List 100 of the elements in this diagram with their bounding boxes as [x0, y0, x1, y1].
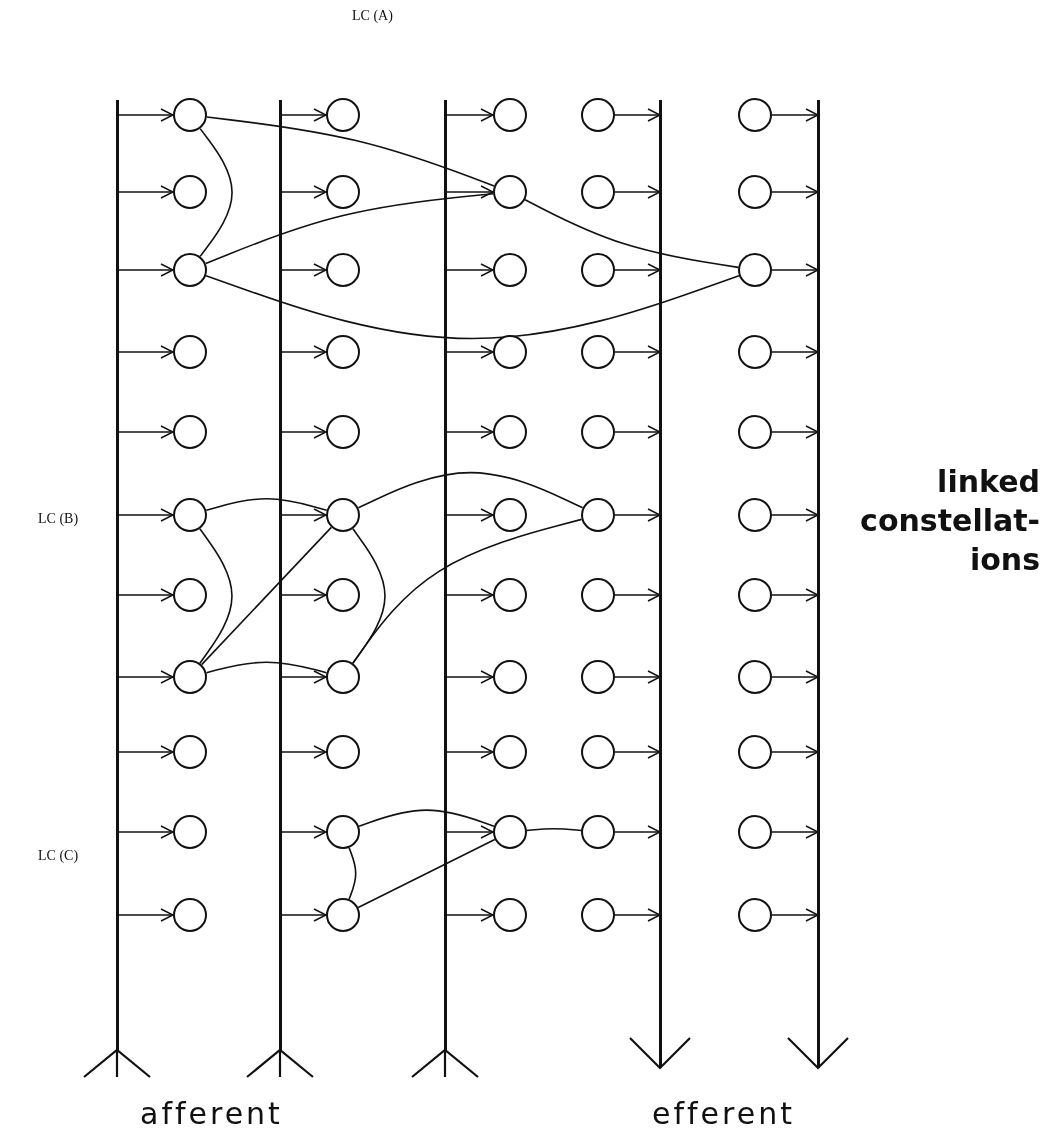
arrow — [279, 508, 327, 522]
neuron-circle — [173, 253, 207, 287]
arrow — [279, 908, 327, 922]
arrow — [444, 345, 494, 359]
arrow — [279, 108, 327, 122]
neuron-circle — [738, 815, 772, 849]
neuron-circle — [493, 335, 527, 369]
arrow — [614, 588, 661, 602]
arrow — [771, 908, 819, 922]
arrow — [444, 263, 494, 277]
arrow — [116, 345, 174, 359]
neuron-circle — [581, 175, 615, 209]
arrow — [116, 588, 174, 602]
group-label: LC (A) — [352, 8, 393, 24]
neuron-circle — [326, 660, 360, 694]
neuron-circle — [173, 498, 207, 532]
arrow — [771, 425, 819, 439]
arrow — [771, 263, 819, 277]
arrow — [614, 108, 661, 122]
neuron-circle — [173, 415, 207, 449]
arrow — [279, 825, 327, 839]
neuron-circle — [493, 898, 527, 932]
neuron-circle — [493, 660, 527, 694]
neuron-circle — [493, 815, 527, 849]
arrow — [614, 745, 661, 759]
connection-line — [357, 838, 496, 909]
neuron-circle — [738, 735, 772, 769]
arrow — [116, 185, 174, 199]
neuron-circle — [173, 335, 207, 369]
arrow — [771, 670, 819, 684]
connection-line — [357, 471, 584, 509]
connection-line — [199, 127, 233, 258]
connection-line — [205, 274, 740, 340]
neuron-circle — [493, 735, 527, 769]
arrow — [444, 588, 494, 602]
neuron-circle — [581, 660, 615, 694]
neuron-circle — [738, 898, 772, 932]
neuron-circle — [173, 660, 207, 694]
neuron-circle — [493, 253, 527, 287]
connection-line — [205, 497, 328, 512]
arrow — [444, 108, 494, 122]
arrow — [116, 670, 174, 684]
neuron-circle — [326, 735, 360, 769]
connection-line — [206, 116, 495, 187]
neuron-circle — [326, 498, 360, 532]
arrow — [614, 908, 661, 922]
arrow — [444, 185, 494, 199]
caption-label: efferent — [652, 1096, 795, 1131]
nerve-fiber-line — [278, 100, 282, 1050]
neuron-circle — [581, 815, 615, 849]
neuron-circle — [173, 815, 207, 849]
neuron-circle — [581, 498, 615, 532]
arrow — [771, 588, 819, 602]
neuron-circle — [493, 578, 527, 612]
neuron-circle — [581, 898, 615, 932]
arrow — [279, 185, 327, 199]
neuron-circle — [738, 98, 772, 132]
arrow — [116, 263, 174, 277]
connection-line — [352, 518, 583, 664]
nerve-fiber-line — [816, 100, 820, 1068]
neuron-circle — [173, 98, 207, 132]
caption-label: afferent — [140, 1096, 283, 1131]
neuron-circle — [326, 253, 360, 287]
group-label: LC (C) — [38, 848, 79, 864]
neuron-circle — [581, 253, 615, 287]
nerve-fiber-line — [658, 100, 662, 1068]
neuron-circle — [493, 498, 527, 532]
neuron-circle — [173, 175, 207, 209]
neuron-circle — [173, 735, 207, 769]
arrow — [279, 425, 327, 439]
group-label: LC (B) — [38, 511, 79, 527]
neuron-circle — [581, 578, 615, 612]
connection-line — [200, 526, 333, 666]
arrow — [614, 425, 661, 439]
neuron-circle — [326, 175, 360, 209]
neuron-circle — [738, 253, 772, 287]
nerve-fiber-line — [443, 100, 447, 1050]
arrow — [771, 185, 819, 199]
arrow — [771, 745, 819, 759]
arrow — [771, 345, 819, 359]
neuron-circle — [493, 98, 527, 132]
arrow — [614, 263, 661, 277]
arrow — [116, 825, 174, 839]
arrow — [116, 745, 174, 759]
neuron-circle — [738, 660, 772, 694]
arrow — [614, 508, 661, 522]
neuron-circle — [173, 898, 207, 932]
arrow — [771, 108, 819, 122]
arrow — [614, 185, 661, 199]
neuron-circle — [326, 815, 360, 849]
arrow — [771, 508, 819, 522]
arrow — [614, 825, 661, 839]
neuron-circle — [326, 578, 360, 612]
neuron-circle — [738, 335, 772, 369]
neuron-circle — [581, 98, 615, 132]
arrow — [614, 345, 661, 359]
arrow — [116, 508, 174, 522]
arrow — [279, 745, 327, 759]
connection-line — [524, 199, 739, 269]
neuron-circle — [581, 735, 615, 769]
